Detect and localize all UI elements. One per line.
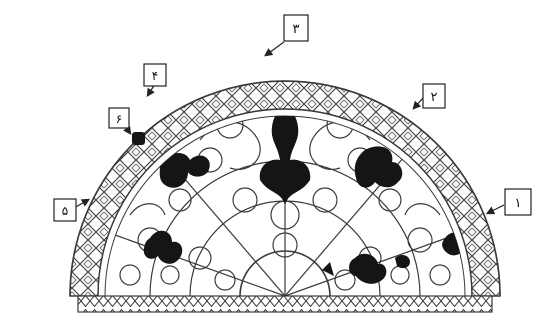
label-5-text: ۵: [62, 204, 68, 218]
label-box-1: ١: [505, 189, 531, 215]
label-1-text: ١: [515, 196, 522, 211]
label-box-6: ۶: [109, 108, 129, 128]
label-box-5: ۵: [54, 199, 76, 221]
marker-6-shape: [132, 132, 145, 145]
label-box-2: ٢: [423, 84, 445, 108]
label-2-text: ٢: [431, 90, 438, 105]
label-6-text: ۶: [116, 112, 122, 126]
label-4-text: ۴: [152, 69, 158, 83]
label-3-text: ٣: [293, 22, 300, 37]
base-fret-band: [78, 296, 492, 312]
label-box-4: ۴: [144, 64, 166, 86]
label-box-3: ٣: [284, 15, 308, 41]
